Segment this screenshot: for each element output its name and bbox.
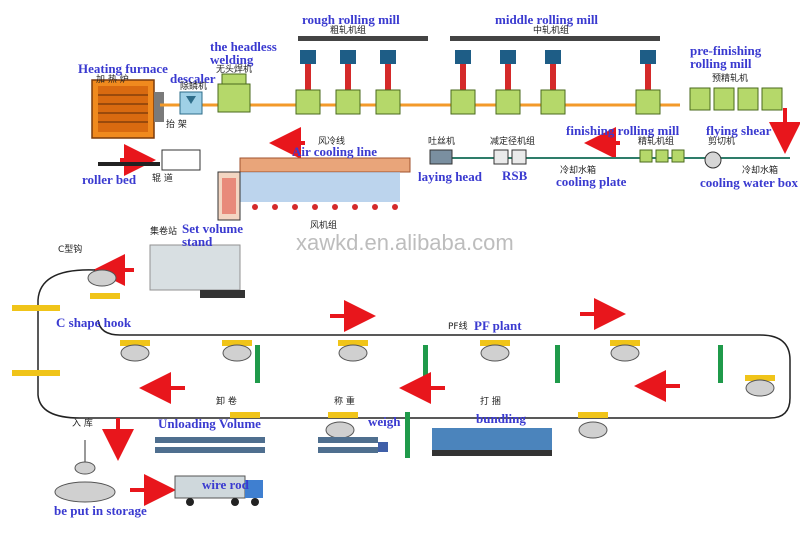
- label-finishing-mill-zh: 精轧机组: [638, 137, 675, 147]
- pf-poles: [255, 345, 723, 458]
- wire-rod-truck: [174, 475, 263, 506]
- label-cooling-plate-zh: 冷却水箱: [560, 166, 597, 176]
- unloading-platforms: [155, 437, 265, 453]
- label-middle-rolling-mill-zh: 中轧机组: [533, 26, 570, 36]
- label-headless-welding-zh: 无头焊机: [216, 65, 253, 75]
- label-middle-rolling-mill: middle rolling mill: [495, 12, 599, 27]
- label-laying-head-zh: 吐丝机: [428, 137, 456, 147]
- label-flying-shear: flying shear: [706, 123, 772, 138]
- descaler-machine: [179, 91, 203, 115]
- label-c-hook: C shape hook: [56, 315, 132, 330]
- middle-rolling-mill-stands: [450, 36, 661, 115]
- wire-coils: [87, 269, 775, 439]
- label-fan-group-zh: 风机组: [310, 221, 338, 231]
- flying-shear-machine: [704, 151, 722, 169]
- label-cooling-plate: cooling plate: [556, 174, 627, 189]
- label-flying-shear-zh: 剪切机: [708, 137, 736, 147]
- heating-furnace: [91, 79, 164, 139]
- label-unloading-volume: Unloading Volume: [158, 416, 261, 431]
- label-headless-welding: the headless welding: [210, 39, 277, 67]
- label-rough-rolling-mill-zh: 粗轧机组: [330, 26, 367, 36]
- air-cooling-conveyor: [239, 157, 411, 202]
- pre-finishing-mill-stands: [689, 87, 783, 111]
- storage-coil-stack: [54, 440, 116, 503]
- label-set-volume-stand: Set volume stand: [182, 221, 244, 249]
- label-descaler: descaler: [170, 71, 216, 86]
- label-pf-plant: PF plant: [474, 318, 522, 333]
- fan-group: [252, 204, 398, 210]
- label-pf-line-zh: PF线: [448, 322, 468, 332]
- label-unloading-zh: 卸 卷: [216, 397, 237, 407]
- label-cooling-water-box: cooling water box: [700, 175, 798, 190]
- label-c-hook-zh: C型钩: [58, 245, 83, 255]
- finishing-mill-stands: [639, 149, 685, 163]
- label-lifting-frame-zh: 抬 架: [166, 120, 187, 130]
- set-volume-stand: [217, 171, 241, 221]
- label-be-put-in-storage: be put in storage: [54, 503, 147, 518]
- label-roller-bed: roller bed: [82, 172, 137, 187]
- label-cooling-water-box-zh: 冷却水箱: [742, 166, 779, 176]
- label-air-cooling-line-zh: 风冷线: [318, 137, 346, 147]
- rsb-unit: [493, 149, 527, 165]
- label-wire-rod: wire rod: [202, 477, 249, 492]
- label-coil-collecting-zh: 集卷站: [150, 227, 178, 237]
- coil-collecting-station: [149, 244, 245, 298]
- weighing-station: [318, 437, 388, 453]
- watermark-text: xawkd.en.alibaba.com: [296, 230, 514, 255]
- roller-bed: [98, 149, 201, 171]
- rough-rolling-mill-stands: [295, 36, 428, 115]
- c-hook-conveyor-loop: [37, 269, 791, 419]
- label-rsb-zh: 减定径机组: [490, 137, 536, 147]
- label-pre-finishing-mill: pre-finishing rolling mill: [690, 43, 762, 71]
- bundling-machine: [432, 428, 552, 456]
- label-pre-finishing-mill-zh: 预精轧机: [712, 74, 749, 84]
- label-weigh: weigh: [368, 414, 401, 429]
- label-heating-furnace-zh: 加 热 炉: [96, 75, 129, 85]
- label-laying-head: laying head: [418, 169, 482, 184]
- label-storage-zh: 入 库: [72, 419, 93, 429]
- label-heating-furnace: Heating furnace: [78, 61, 168, 76]
- label-air-cooling-line: Air cooling line: [292, 144, 377, 159]
- label-bundling-zh: 打 捆: [480, 397, 501, 407]
- label-roller-bed-zh: 辊 道: [152, 174, 173, 184]
- label-rsb: RSB: [502, 168, 528, 183]
- label-weigh-zh: 称 重: [334, 397, 355, 407]
- label-descaler-zh: 除鳞机: [180, 82, 208, 92]
- laying-head-machine: [429, 149, 453, 165]
- c-hook-carriers: [12, 293, 775, 418]
- label-rough-rolling-mill: rough rolling mill: [302, 12, 400, 27]
- label-bundling: bundling: [476, 411, 526, 426]
- label-finishing-mill: finishing rolling mill: [566, 123, 680, 138]
- headless-welding-machine: [217, 73, 251, 113]
